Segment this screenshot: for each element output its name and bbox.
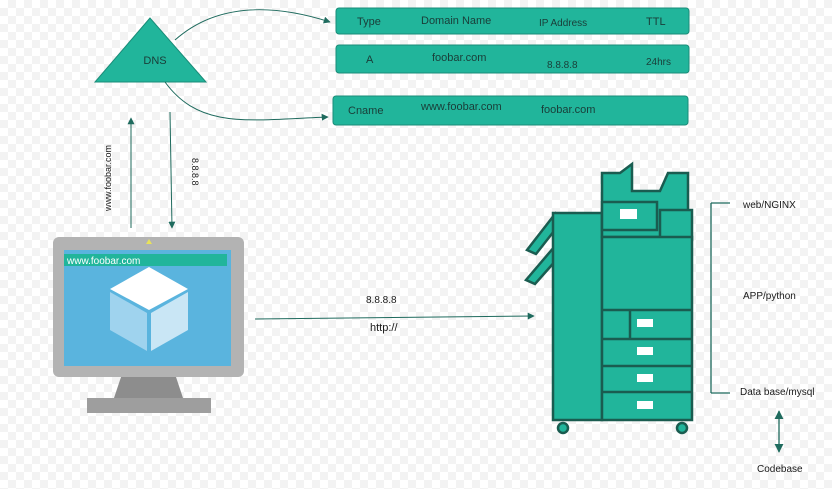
browser-address-bar[interactable]: [64, 254, 227, 266]
browser-url: www.foobar.com: [66, 256, 140, 267]
dns-node: DNS: [93, 17, 208, 83]
drawer-handle-4: [637, 401, 653, 409]
http-connection-arrow: [254, 312, 535, 320]
drawer-handle-3: [637, 374, 653, 382]
connection-ip: 8.8.8.8: [366, 295, 397, 306]
server-left-body: [551, 211, 604, 422]
dns-to-records-arrow: [174, 9, 331, 41]
a-record-domain: foobar.com: [432, 52, 486, 64]
header-domain: Domain Name: [421, 15, 491, 27]
cname-record-box: [332, 95, 689, 126]
layer-db: Data base/mysql: [740, 387, 814, 398]
cube-icon: [110, 267, 188, 351]
a-record-row: A foobar.com 8.8.8.8 24hrs: [335, 44, 690, 74]
layer-web: web/NGINX: [742, 200, 796, 211]
server-main-body: [600, 235, 694, 422]
a-record-ip: 8.8.8.8: [547, 60, 578, 71]
drawer-handle-1: [637, 319, 653, 327]
layer-app: APP/python: [743, 291, 796, 302]
monitor-neck: [114, 377, 183, 398]
records-header-row: Type Domain Name IP Address TTL: [335, 7, 690, 35]
dns-to-cname-arrow: [164, 81, 329, 121]
response-label: 8.8.8.8: [190, 158, 200, 186]
cname-record-type: Cname: [348, 105, 383, 117]
server-layers-bracket: [710, 202, 730, 394]
server-machine: [523, 161, 694, 435]
server-panel-light: [620, 209, 637, 219]
client-computer: www.foobar.com: [53, 237, 244, 413]
dns-label: DNS: [143, 55, 166, 67]
request-label: www.foobar.com: [103, 145, 113, 212]
server-foot-right: [675, 421, 689, 435]
header-ip: IP Address: [539, 18, 587, 29]
header-ttl: TTL: [646, 16, 666, 28]
dns-triangle-shape: [93, 17, 208, 83]
drawer-handle-2: [637, 347, 653, 355]
cname-record-domain: www.foobar.com: [420, 101, 502, 113]
header-type: Type: [357, 16, 381, 28]
response-arrow: [168, 111, 176, 229]
a-record-box: [335, 44, 690, 74]
cname-record-target: foobar.com: [541, 104, 595, 116]
a-record-type: A: [366, 54, 374, 66]
camera-dot: [146, 239, 152, 244]
layer-codebase: Codebase: [757, 464, 803, 475]
server-foot-left: [556, 421, 570, 435]
monitor-stand: [87, 398, 211, 413]
server-panel-right: [658, 208, 694, 242]
records-header-box: [335, 7, 690, 35]
cname-record-row: Cname www.foobar.com foobar.com: [332, 95, 689, 126]
connection-protocol: http://: [370, 322, 398, 334]
a-record-ttl: 24hrs: [646, 57, 671, 68]
